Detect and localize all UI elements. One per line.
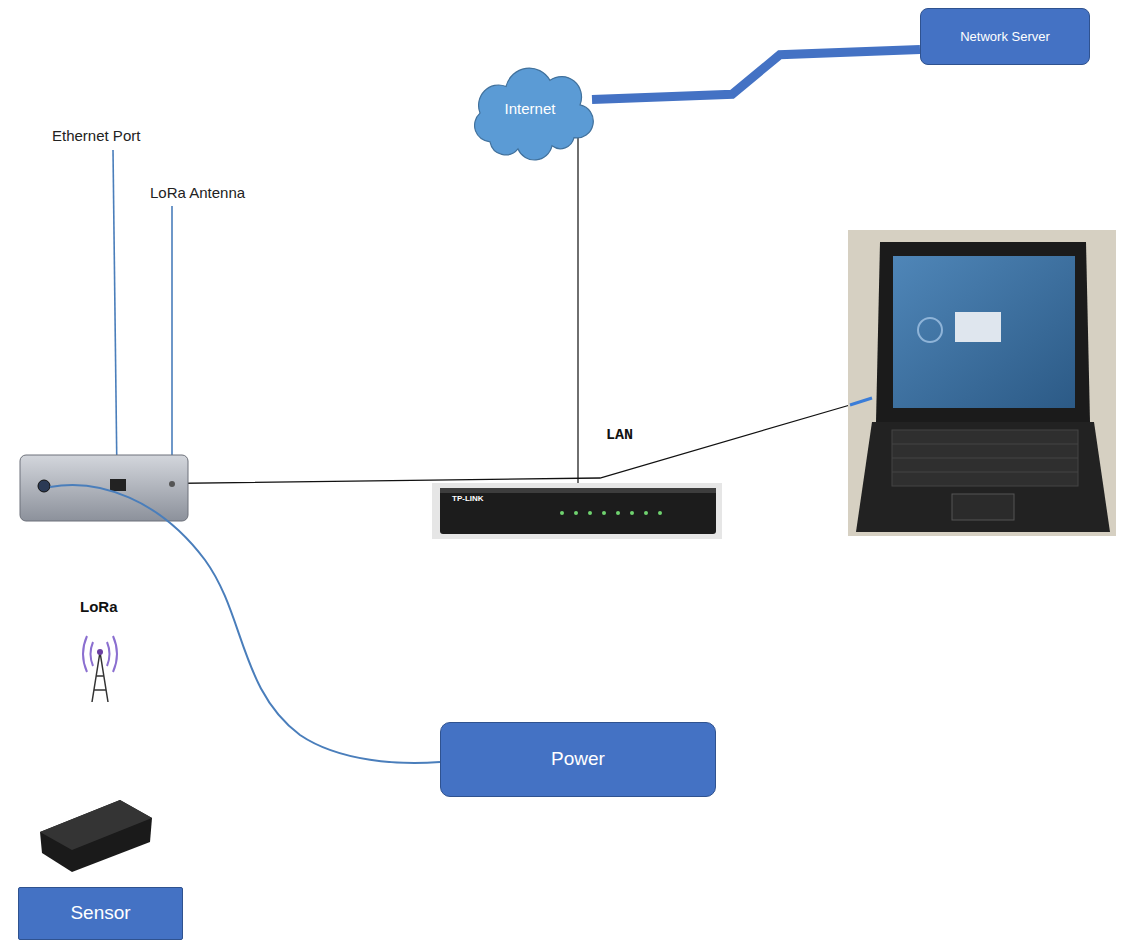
radio-label: LoRa — [80, 598, 118, 616]
power-button — [38, 480, 50, 492]
server-box: Network Server — [920, 8, 1090, 65]
lan-cable — [126, 405, 850, 484]
laptop-base — [856, 422, 1110, 532]
power-box: Power — [440, 722, 716, 797]
sensor-device — [40, 800, 152, 872]
lightning-link — [592, 49, 920, 99]
laptop-dialog — [955, 312, 1001, 342]
router-body — [440, 488, 716, 534]
antenna-connector — [169, 481, 175, 487]
link-label: LAN — [606, 427, 633, 445]
internet-cloud: Internet — [468, 66, 592, 152]
cloud-shape — [475, 68, 594, 160]
leader-line — [171, 206, 173, 480]
laptop-photo-bg — [848, 230, 1116, 536]
node-text: Network Server — [960, 29, 1050, 45]
laptop-bezel — [876, 242, 1090, 422]
sensor-box: Sensor — [18, 887, 183, 940]
part-label: Ethernet Port — [52, 127, 140, 145]
node-text: Power — [551, 748, 605, 771]
router-top — [440, 488, 716, 493]
laptop-keyboard — [892, 430, 1078, 486]
ethernet-port — [110, 479, 126, 491]
part-label: LoRa Antenna — [150, 184, 245, 202]
power-cable — [50, 485, 440, 763]
node-text: Internet — [505, 100, 556, 118]
leader-line — [113, 150, 117, 478]
router-leds — [560, 511, 662, 515]
brand-label: TP-LINK — [452, 494, 484, 504]
internet-wire — [577, 128, 578, 490]
laptop-keys — [892, 444, 1078, 472]
laptop-screen — [893, 256, 1075, 408]
sensor-device-top — [40, 800, 152, 850]
laptop-screen-logo — [918, 318, 942, 342]
router-photo-bg — [432, 483, 722, 539]
laptop-touchpad — [952, 494, 1014, 520]
laptop-cable — [850, 398, 872, 405]
lora-tower-icon — [83, 636, 117, 702]
node-text: Sensor — [70, 902, 130, 925]
